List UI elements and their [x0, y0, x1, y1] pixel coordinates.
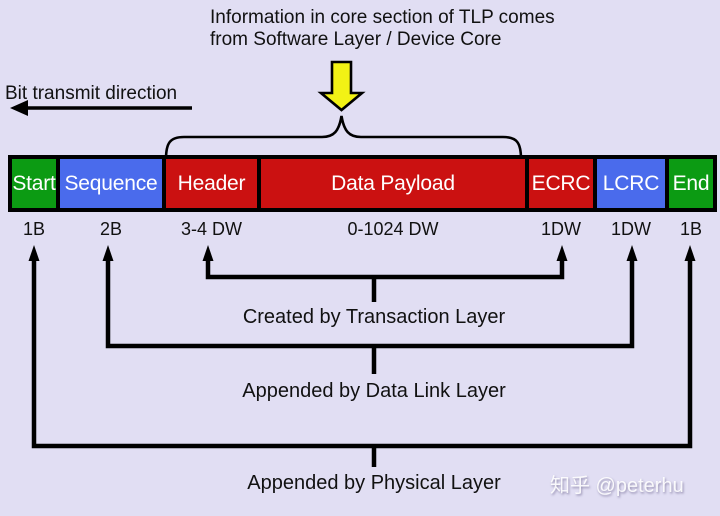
- size-label-sequence: 2B: [99, 219, 123, 239]
- segment-start: Start: [12, 159, 56, 208]
- transaction-layer-label: Created by Transaction Layer: [242, 306, 506, 328]
- size-label-end: 1B: [679, 219, 703, 239]
- core-info-note-line1: Information in core section of TLP comes: [210, 7, 555, 28]
- segment-end: End: [669, 159, 713, 208]
- core-info-note-line2: from Software Layer / Device Core: [210, 29, 502, 50]
- size-label-header: 3-4 DW: [180, 219, 242, 239]
- data-link-layer-bracket: [102, 245, 638, 374]
- segment-sequence: Sequence: [60, 159, 162, 208]
- size-label-data-payload: 0-1024 DW: [347, 219, 439, 239]
- size-label-start: 1B: [22, 219, 46, 239]
- segment-data-payload: Data Payload: [261, 159, 525, 208]
- watermark: 知乎 @peterhu: [550, 475, 684, 497]
- segment-lcrc: LCRC: [597, 159, 665, 208]
- core-section-brace: [164, 115, 523, 160]
- physical-layer-bracket: [28, 245, 696, 467]
- transaction-layer-bracket: [202, 245, 568, 302]
- bit-transmit-direction-label: Bit transmit direction: [5, 83, 178, 104]
- size-label-ecrc: 1DW: [541, 219, 581, 239]
- segment-ecrc: ECRC: [529, 159, 593, 208]
- bit-transmit-arrow-icon: [10, 100, 192, 116]
- data-link-layer-label: Appended by Data Link Layer: [242, 380, 506, 402]
- physical-layer-label: Appended by Physical Layer: [247, 472, 501, 494]
- size-label-lcrc: 1DW: [611, 219, 651, 239]
- segment-header: Header: [166, 159, 257, 208]
- yellow-down-arrow-icon: [317, 60, 366, 112]
- core-info-note: Information in core section of TLP comes…: [210, 7, 555, 51]
